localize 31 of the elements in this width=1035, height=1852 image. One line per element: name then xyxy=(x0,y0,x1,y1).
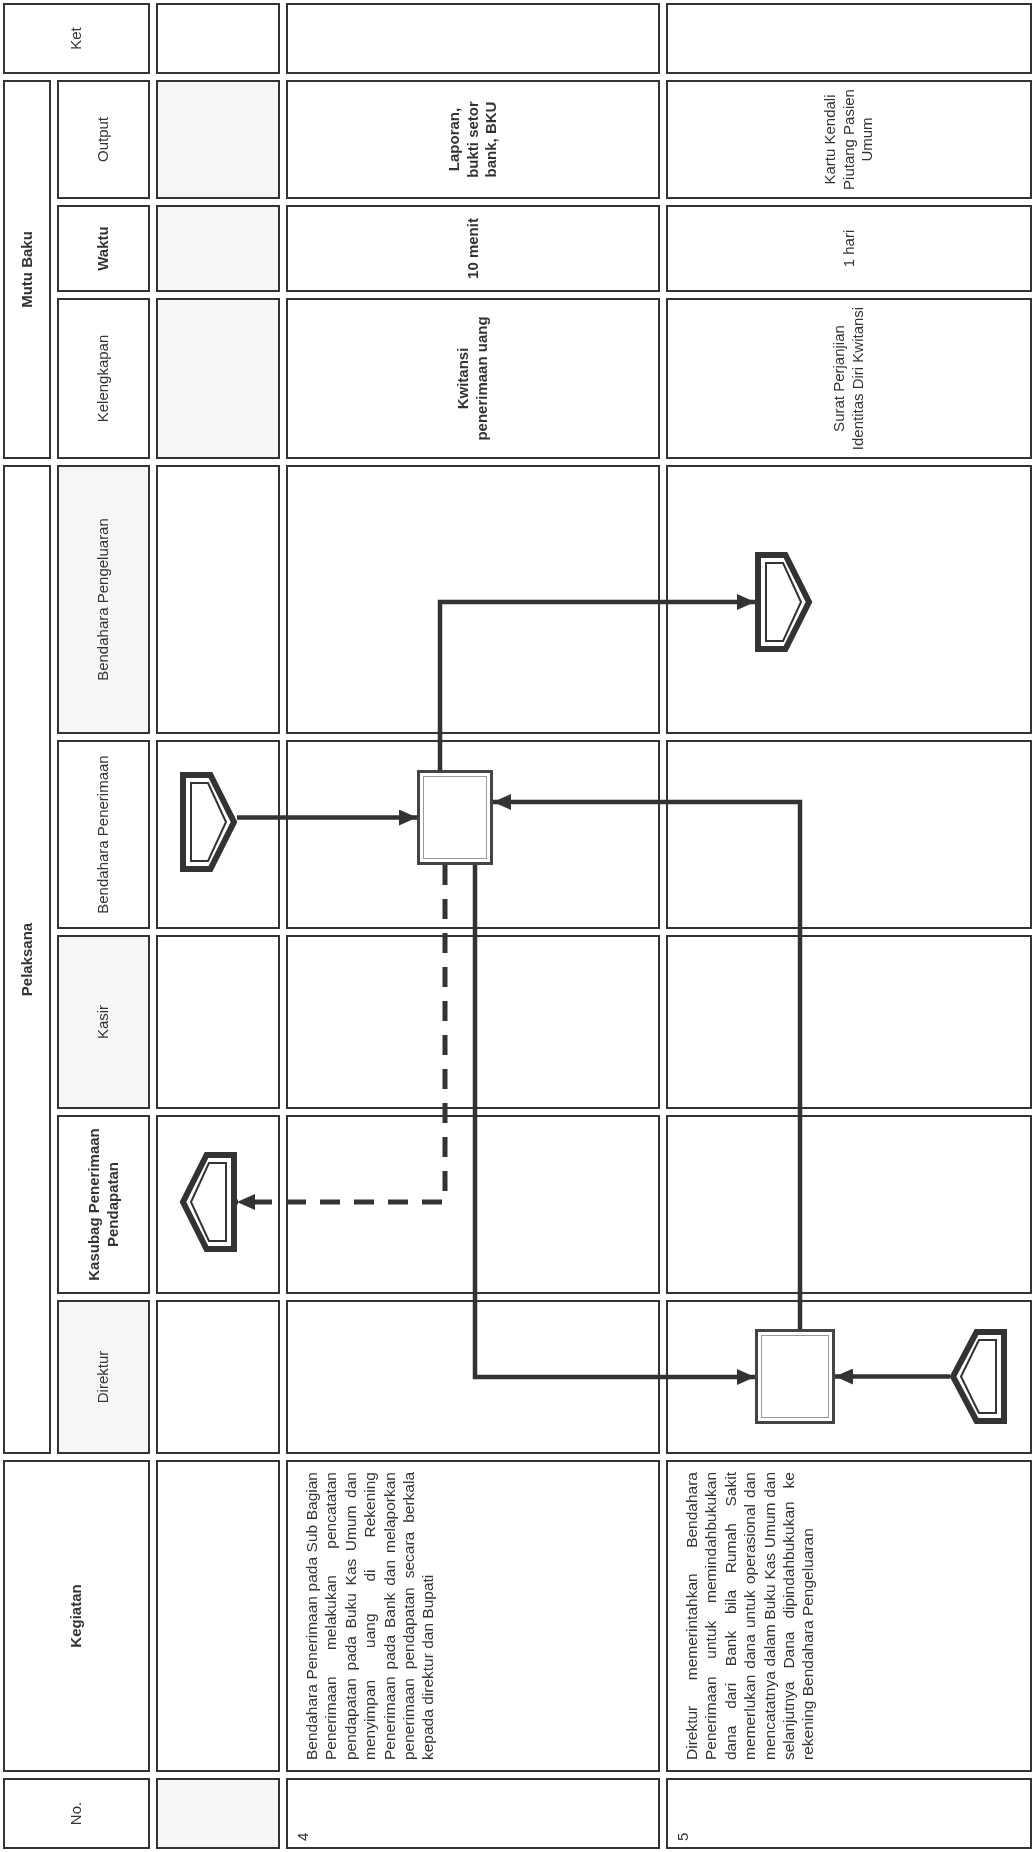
column-header: Waktu xyxy=(57,205,150,292)
column-header: Output xyxy=(57,80,150,199)
column-header: Direktur xyxy=(57,1300,150,1454)
row-number: 5 xyxy=(666,1778,1032,1849)
column-header: Kelengkapan xyxy=(57,298,150,459)
table-cell: Kartu Kendali Piutang Pasien Umum xyxy=(666,80,1032,199)
group-header: Mutu Baku xyxy=(3,80,51,459)
column-header: Kegiatan xyxy=(3,1460,150,1772)
arrow xyxy=(237,809,417,826)
column-header: Bendahara Pengeluaran xyxy=(57,465,150,734)
arrow xyxy=(493,794,803,1329)
activity-text: Direktur memerintahkan Bendahara Penerimaan untuk memindahbukukan dana dari Bank bila Rumah Sakit memerlukan dana untuk operasional dan mencatatnya dalam Buku Kas Umum dan selanjutnya Dana dipindahbukukan ke rekening Bendahara Pengeluaran xyxy=(666,1460,1032,1772)
arrow xyxy=(437,594,755,770)
table-cell: 10 menit xyxy=(286,205,660,292)
table-cell: Laporan, bukti setor bank, BKU xyxy=(286,80,660,199)
activity-text: Bendahara Penerimaan pada Sub Bagian Penerimaan melakukan pencatatan pendapatan pada Buku Kas Umum dan menyimpan uang di Rekening Penerimaan pada Bank dan melaporkan penerimaan pendapatan secara berkala kepada direktur dan Bupati xyxy=(286,1460,660,1772)
arrow xyxy=(835,1368,950,1385)
column-header: Kasir xyxy=(57,935,150,1109)
table-cell: 1 hari xyxy=(666,205,1032,292)
column-header: Ket xyxy=(3,3,150,74)
row-number: 4 xyxy=(286,1778,660,1849)
table-cell: Kwitansi penerimaan uang xyxy=(286,298,660,459)
table-cell: Surat Perjanjian Identitas Diri Kwitansi xyxy=(666,298,1032,459)
column-header: Kasubag Penerimaan Pendapatan xyxy=(57,1115,150,1294)
process-box xyxy=(755,1329,835,1424)
column-header: Bendahara Penerimaan xyxy=(57,740,150,929)
process-box xyxy=(417,770,493,865)
arrow xyxy=(237,865,448,1210)
column-header: No. xyxy=(3,1778,150,1849)
group-header: Pelaksana xyxy=(3,465,51,1454)
arrow xyxy=(472,865,755,1385)
